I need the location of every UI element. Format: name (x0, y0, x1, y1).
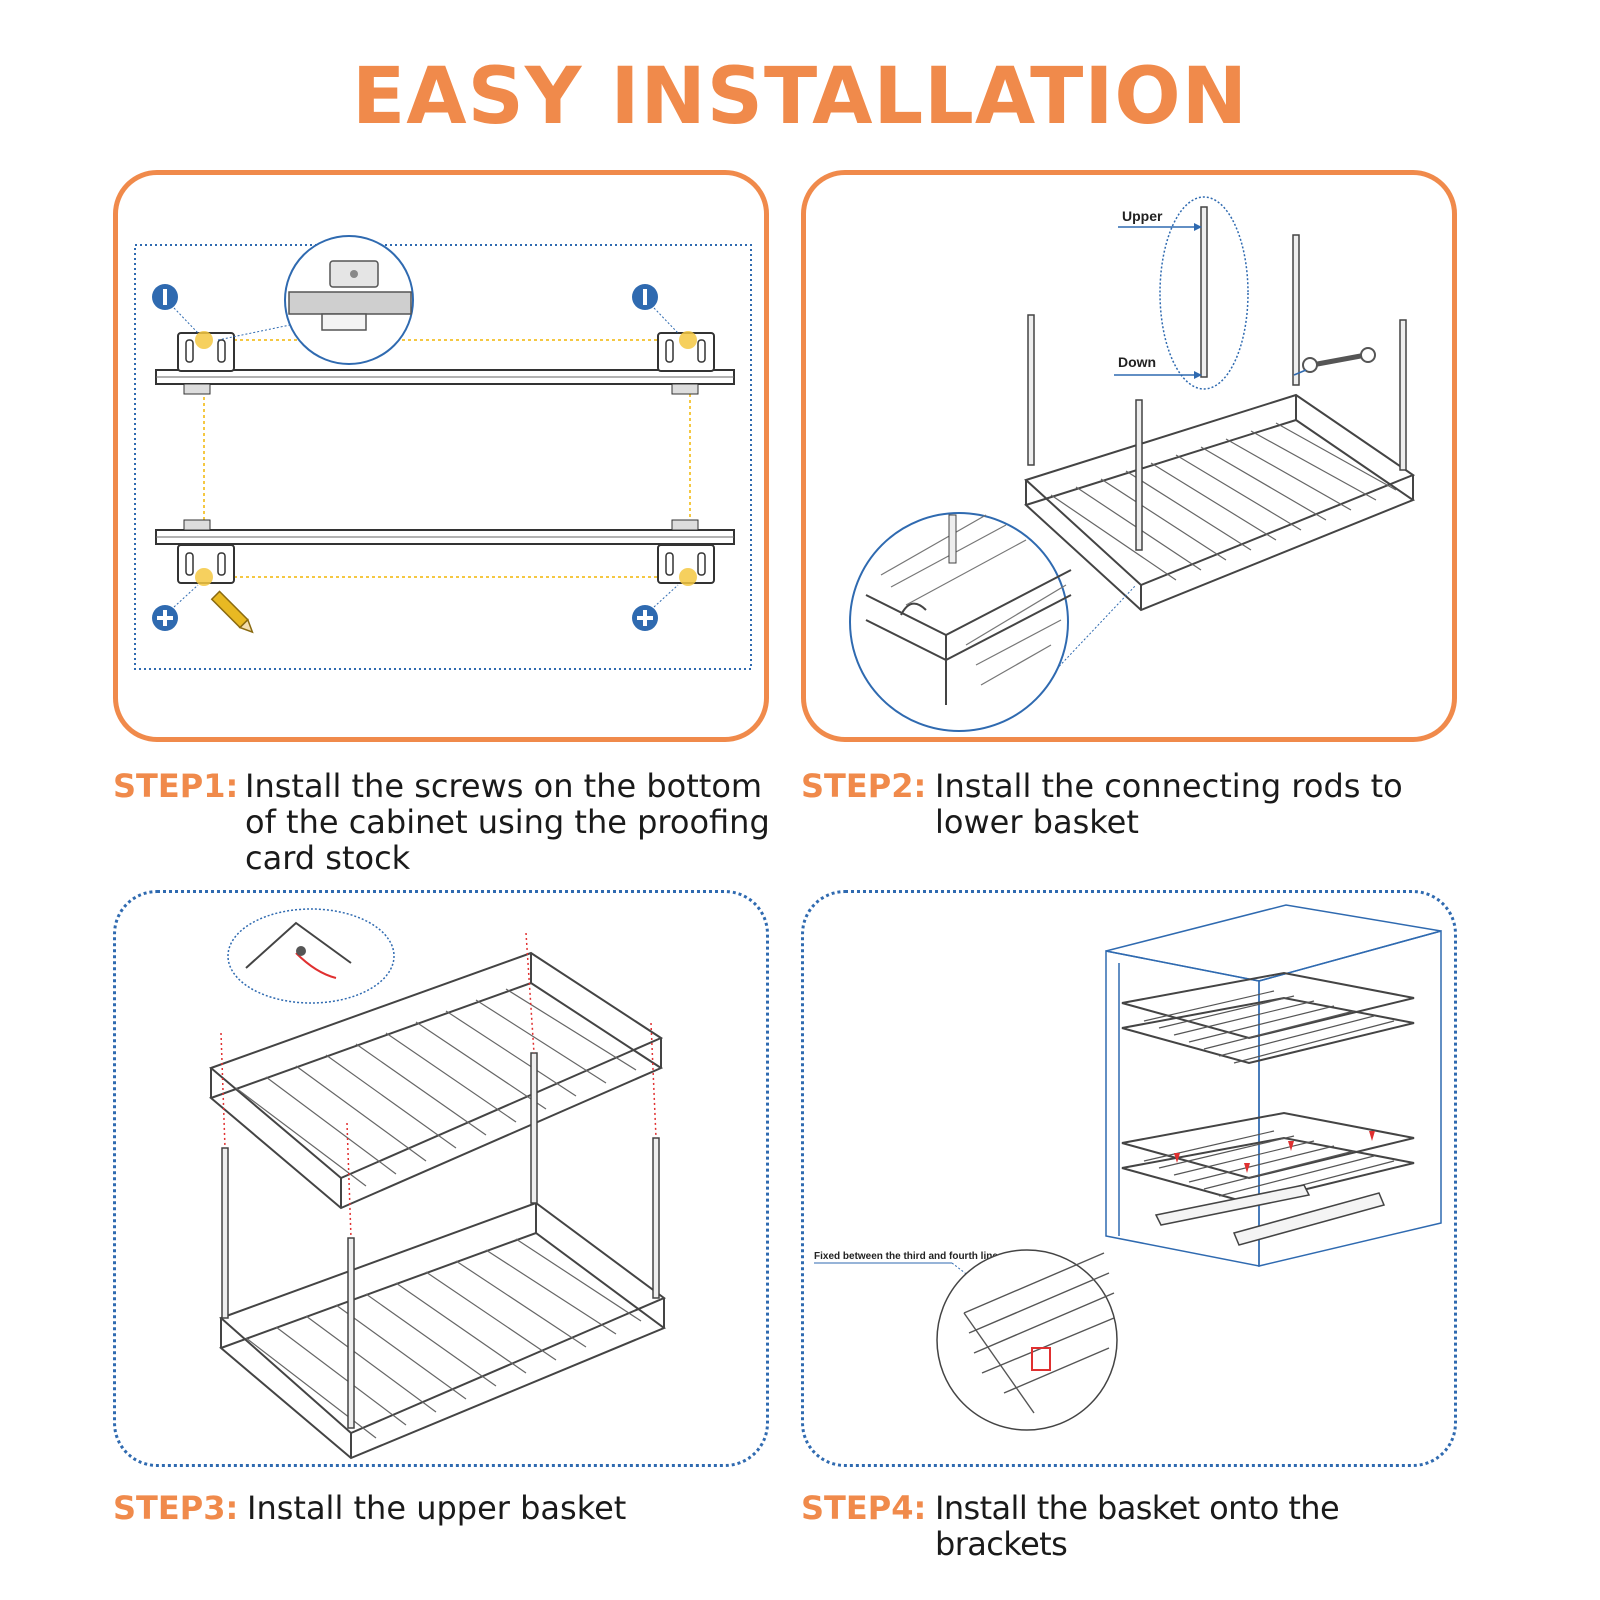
plus-circle-icon (632, 605, 658, 631)
fixed-note-label: Fixed between the third and fourth lines… (814, 1251, 1006, 1262)
step2-illustration-panel: Upper Down (801, 170, 1457, 742)
step2-diagram: Upper Down (849, 196, 1416, 732)
connecting-rod (221, 1052, 660, 1429)
page-title: EASY INSTALLATION (352, 52, 1248, 142)
magnifier-callout-icon (217, 235, 414, 365)
minus-circle-icon (632, 284, 658, 310)
step4-text: Install the basket onto the brackets (935, 1489, 1340, 1563)
pencil-icon (210, 590, 254, 634)
upper-label: Upper (1122, 208, 1163, 224)
step2-label: STEP2: (801, 767, 927, 805)
step4-illustration-panel: Fixed between the third and fourth lines… (801, 890, 1457, 1467)
minus-circle-icon (152, 284, 178, 310)
step1-diagram (134, 235, 752, 670)
down-label: Down (1118, 354, 1156, 370)
wrench-icon (1302, 347, 1376, 373)
lower-basket (219, 1201, 667, 1460)
slide-rail (1154, 1184, 1386, 1246)
step3-diagram (209, 908, 667, 1460)
plus-circle-icon (152, 605, 178, 631)
magnifier-callout-icon (849, 512, 1137, 732)
step3-text: Install the upper basket (247, 1489, 627, 1527)
step1-text: Install the screws on the bottom of the … (245, 767, 770, 877)
step3-label: STEP3: (113, 1489, 239, 1527)
lower-basket (1024, 393, 1416, 612)
upper-basket (209, 951, 664, 1210)
step3-illustration-panel (113, 890, 769, 1467)
magnifier-callout-icon (227, 908, 395, 1004)
bottom-rail (155, 519, 735, 586)
step4-diagram: Fixed between the third and fourth lines… (814, 904, 1442, 1431)
step2-text: Install the connecting rods to lower bas… (935, 767, 1403, 841)
step4-label: STEP4: (801, 1489, 927, 1527)
cabinet-box (1105, 904, 1442, 1267)
lower-basket (1121, 1111, 1415, 1205)
step1-label: STEP1: (113, 767, 239, 805)
step1-illustration-panel (113, 170, 769, 742)
upper-basket (1121, 971, 1415, 1065)
top-rail (155, 331, 735, 395)
magnifier-callout-icon (936, 1249, 1118, 1431)
connecting-rod (1027, 206, 1407, 551)
